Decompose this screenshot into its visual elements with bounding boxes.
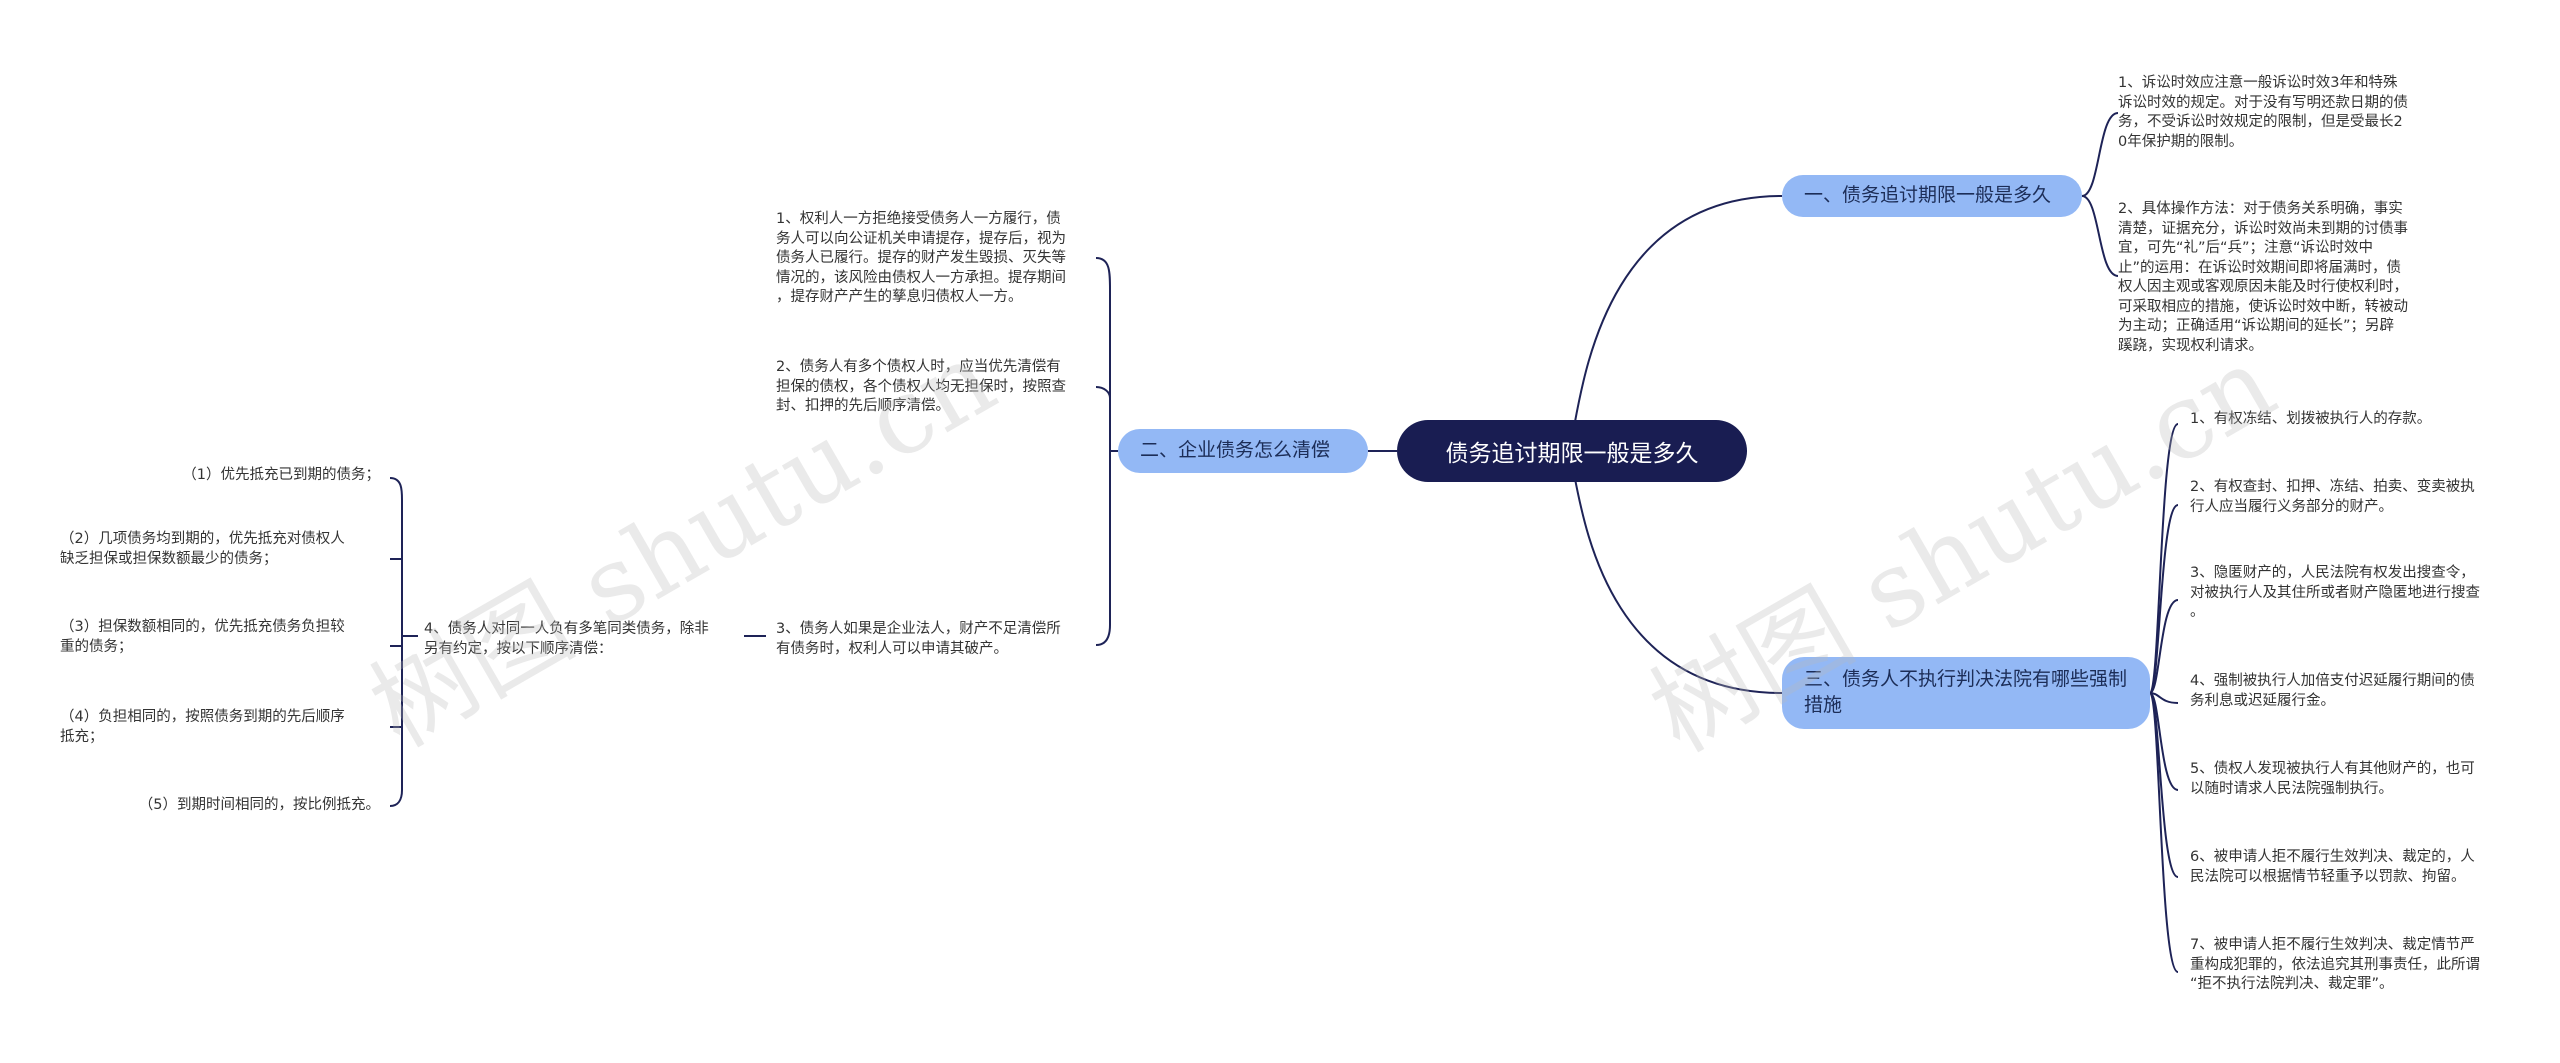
branch-enforcement-measures[interactable]: 三、债务人不执行判决法院有哪些强制措施 (1782, 657, 2150, 729)
leaf-b2-4-3[interactable]: （3）担保数额相同的，优先抵充债务负担较 重的债务； (60, 619, 345, 655)
root-topic-label: 债务追讨期限一般是多久 (1445, 441, 1699, 467)
leaf-b3-7[interactable]: 7、被申请人拒不履行生效判决、裁定情节严 重构成犯罪的，依法追究其刑事责任，此所… (2190, 937, 2480, 992)
link-root-b3 (1566, 450, 1783, 694)
branch-label: 三、债务人不执行判决法院有哪些强制措施 (1804, 668, 2128, 716)
root-topic[interactable]: 债务追讨期限一般是多久 (1397, 420, 1747, 482)
leaf-b1-2[interactable]: 2、具体操作方法：对于债务关系明确，事实 清楚，证据充分，诉讼时效尚未到期的讨债… (2118, 201, 2408, 354)
leaf-b3-3[interactable]: 3、隐匿财产的，人民法院有权发出搜查令， 对被执行人及其住所或者财产隐匿地进行搜… (2190, 565, 2480, 620)
leaf-b2-2[interactable]: 2、债务人有多个债权人时，应当优先清偿有 担保的债权，各个债权人均无担保时，按照… (776, 359, 1066, 414)
leaf-b2-1[interactable]: 1、权利人一方拒绝接受债务人一方履行，债 务人可以向公证机关申请提存，提存后，视… (776, 211, 1066, 305)
leaf-b3-4[interactable]: 4、强制被执行人加倍支付迟延履行期间的债 务利息或迟延履行金。 (2190, 673, 2475, 709)
leaf-b3-1[interactable]: 1、有权冻结、划拨被执行人的存款。 (2190, 411, 2432, 427)
leaf-b2-4-4[interactable]: （4）负担相同的，按照债务到期的先后顺序 抵充； (60, 709, 345, 745)
branch-enterprise-debt-repayment[interactable]: 二、企业债务怎么清偿 (1118, 429, 1368, 473)
branch-label: 二、企业债务怎么清偿 (1140, 439, 1331, 462)
branch-debt-recovery-period[interactable]: 一、债务追讨期限一般是多久 (1782, 175, 2082, 217)
leaf-b1-1[interactable]: 1、诉讼时效应注意一般诉讼时效3年和特殊 诉讼时效的规定。对于没有写明还款日期的… (2118, 75, 2408, 150)
leaf-b2-4-5[interactable]: （5）到期时间相同的，按比例抵充。 (138, 797, 380, 813)
leaf-b3-2[interactable]: 2、有权查封、扣押、冻结、拍卖、变卖被执 行人应当履行义务部分的财产。 (2190, 479, 2475, 515)
leaf-b2-4-2[interactable]: （2）几项债务均到期的，优先抵充对债权人 缺乏担保或担保数额最少的债务； (60, 531, 345, 567)
link-root-b1 (1566, 195, 1783, 452)
leaf-b2-3[interactable]: 3、债务人如果是企业法人，财产不足清偿所 有债务时，权利人可以申请其破产。 (776, 621, 1061, 657)
leaf-b3-6[interactable]: 6、被申请人拒不履行生效判决、裁定的，人 民法院可以根据情节轻重予以罚款、拘留。 (2190, 849, 2475, 885)
leaf-b2-4-1[interactable]: （1）优先抵充已到期的债务； (182, 467, 380, 483)
branch-label: 一、债务追讨期限一般是多久 (1804, 184, 2052, 207)
leaf-b3-5[interactable]: 5、债权人发现被执行人有其他财产的，也可 以随时请求人民法院强制执行。 (2190, 761, 2475, 797)
leaf-b2-4[interactable]: 4、债务人对同一人负有多笔同类债务，除非 另有约定，按以下顺序清偿： (424, 621, 709, 657)
